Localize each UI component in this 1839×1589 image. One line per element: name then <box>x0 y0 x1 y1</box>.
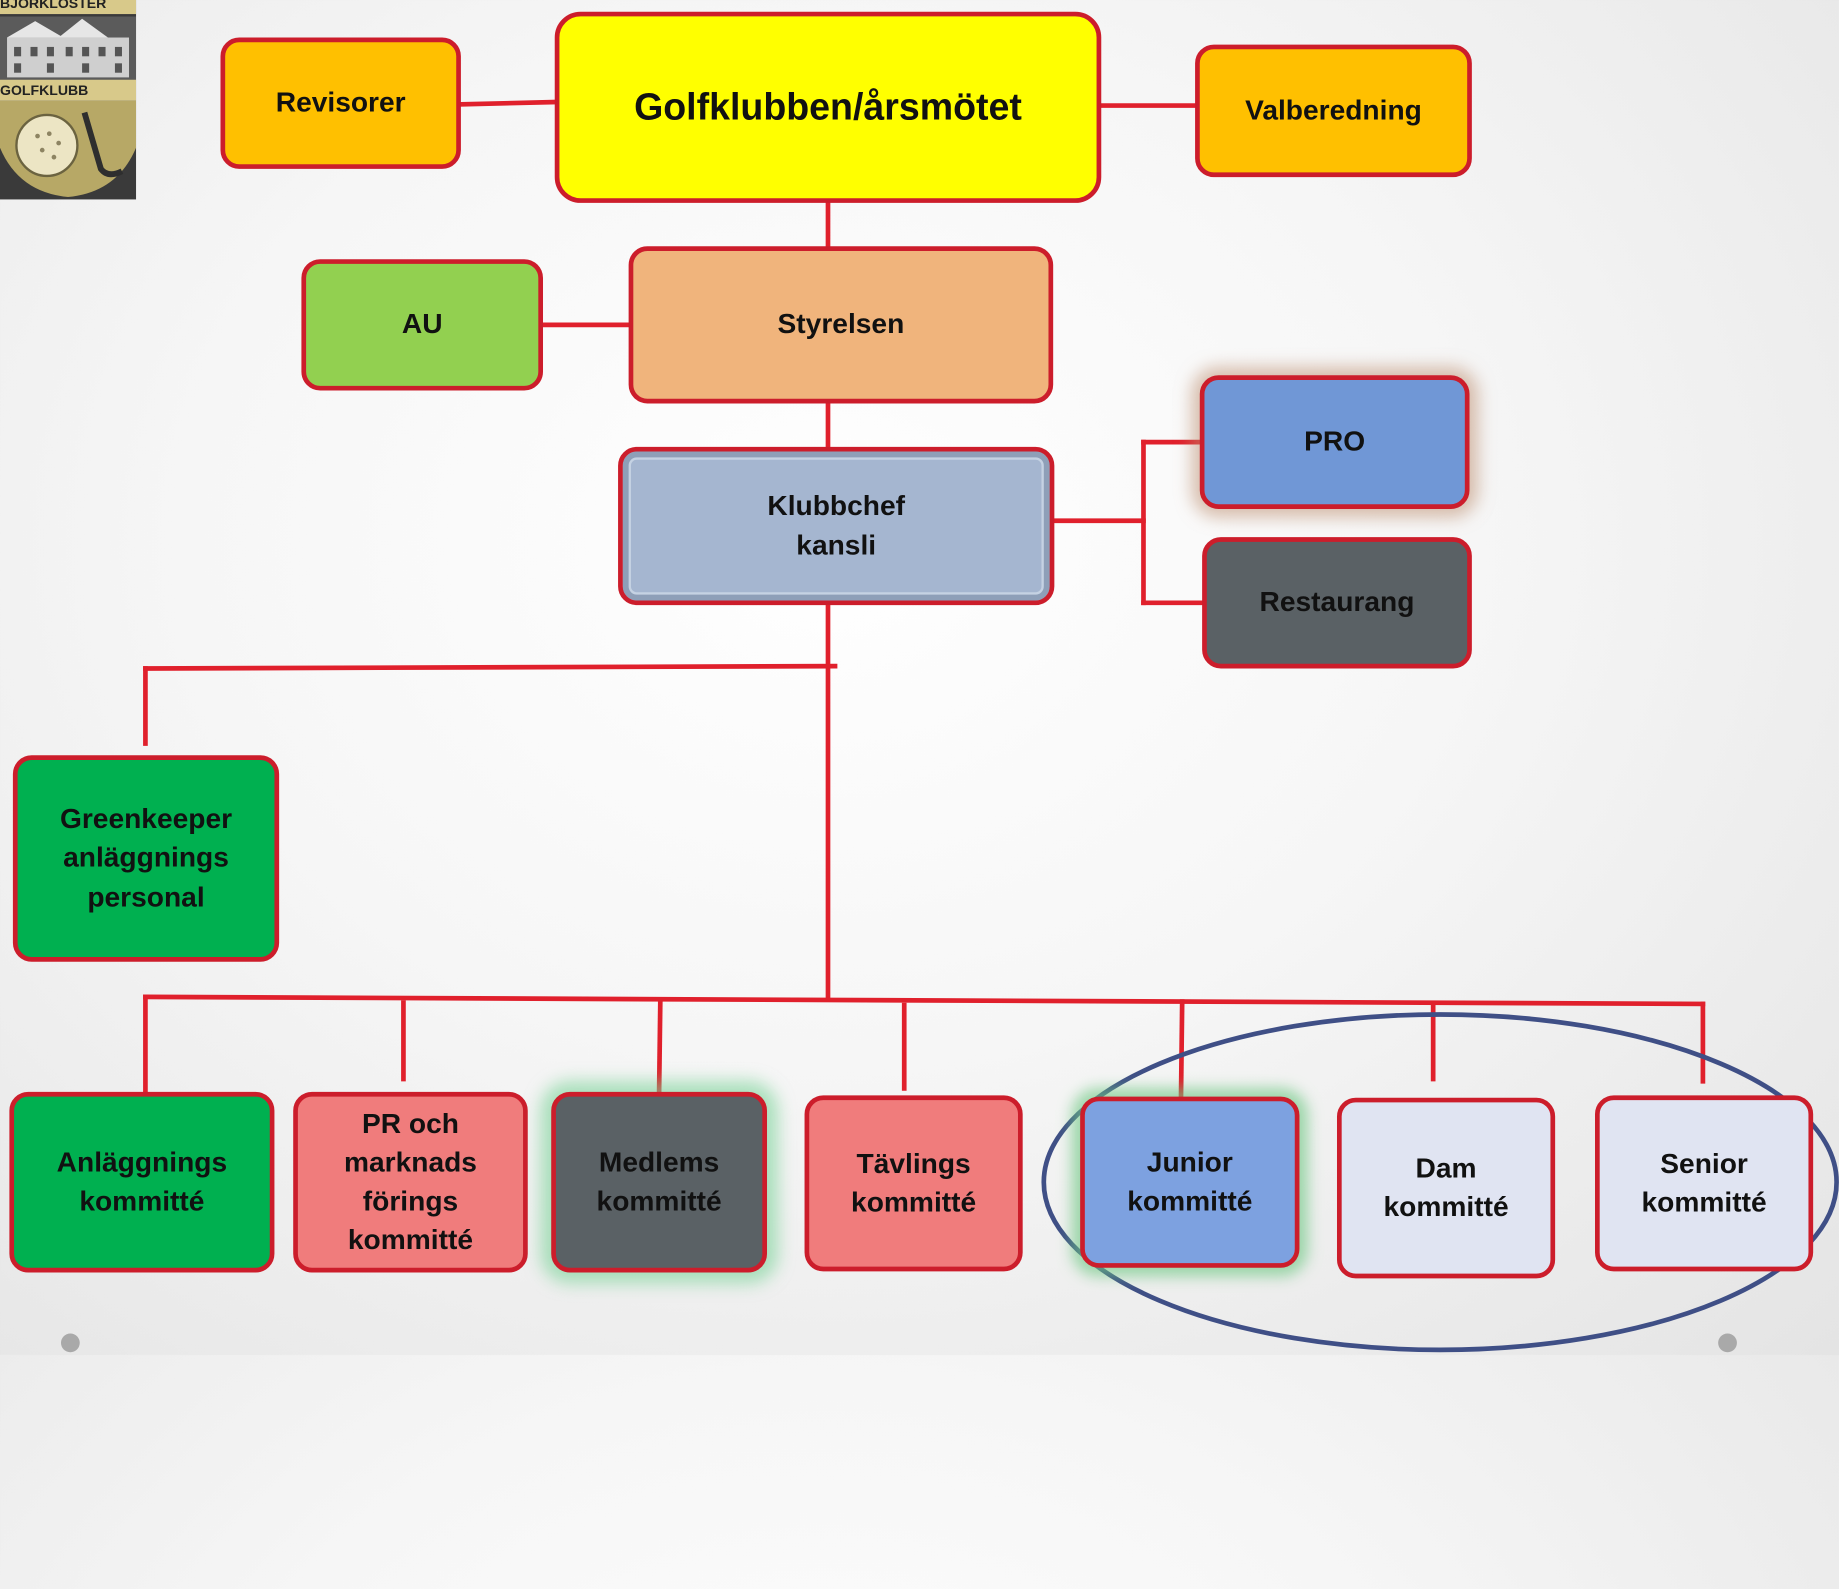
node-restaurang-label: Restaurang <box>1259 586 1415 619</box>
node-golfklubben-label: Golfklubben/årsmötet <box>634 86 1022 129</box>
node-tavlings-kommitte: Tävlings kommitté <box>804 1095 1023 1272</box>
slide-bullet-right <box>1718 1333 1737 1353</box>
node-au-label: AU <box>401 308 443 341</box>
node-tavlings-label: Tävlings kommitté <box>851 1148 977 1219</box>
highlight-ellipse <box>1041 1012 1839 1353</box>
node-styrelsen: Styrelsen <box>628 246 1054 404</box>
node-dam-label: Dam kommitté <box>1383 1152 1509 1224</box>
node-klubbchef-kansli: Klubbchef kansli <box>618 446 1055 606</box>
node-junior-label: Junior kommitté <box>1127 1146 1253 1218</box>
node-revisorer-label: Revisorer <box>275 87 406 119</box>
node-valberedning-label: Valberedning <box>1245 94 1422 127</box>
node-medlems-kommitte: Medlems kommitté <box>551 1091 768 1273</box>
node-senior-label: Senior kommitté <box>1641 1148 1767 1219</box>
logo-top-text: BJÖRKLOSTER <box>0 0 137 15</box>
castle-icon <box>0 16 137 83</box>
node-pro: PRO <box>1199 375 1470 509</box>
node-pr-marknadsforings-kommitte: PR och marknads förings kommitté <box>293 1091 528 1273</box>
line-committee-bus <box>143 994 1706 1007</box>
node-klubbchef-label: Klubbchef kansli <box>767 490 905 562</box>
node-junior-kommitte: Junior kommitté <box>1080 1096 1300 1268</box>
node-senior-kommitte: Senior kommitté <box>1595 1095 1814 1272</box>
node-revisorer: Revisorer <box>220 37 461 169</box>
node-golfklubben-arsmotet: Golfklubben/årsmötet <box>554 11 1102 203</box>
line-revisorer <box>458 99 558 107</box>
node-anlaggnings-label: Anläggnings kommitté <box>56 1146 228 1218</box>
node-medlems-label: Medlems kommitté <box>596 1146 722 1218</box>
node-restaurang: Restaurang <box>1202 537 1472 669</box>
node-dam-kommitte: Dam kommitté <box>1336 1097 1556 1279</box>
node-au: AU <box>301 259 544 391</box>
connector-lines <box>143 99 1839 1353</box>
line-junior-drop <box>1178 999 1185 1099</box>
line-medlems-drop <box>656 1000 663 1095</box>
node-greenkeeper: Greenkeeper anläggnings personal <box>12 755 280 962</box>
node-anlaggnings-kommitte: Anläggnings kommitté <box>9 1091 275 1273</box>
club-logo: BJÖRKLOSTER GOLFKLUBB <box>0 0 137 200</box>
node-styrelsen-label: Styrelsen <box>777 308 905 341</box>
node-pro-label: PRO <box>1304 426 1366 458</box>
node-greenkeeper-label: Greenkeeper anläggnings personal <box>59 803 233 914</box>
line-greenkeeper-horizontal <box>143 663 838 671</box>
golf-ball-icon <box>0 100 137 200</box>
node-pr-label: PR och marknads förings kommitté <box>343 1108 477 1257</box>
logo-bottom-text: GOLFKLUBB <box>0 79 137 101</box>
slide-bullet-left <box>60 1333 80 1353</box>
node-valberedning: Valberedning <box>1195 44 1472 178</box>
